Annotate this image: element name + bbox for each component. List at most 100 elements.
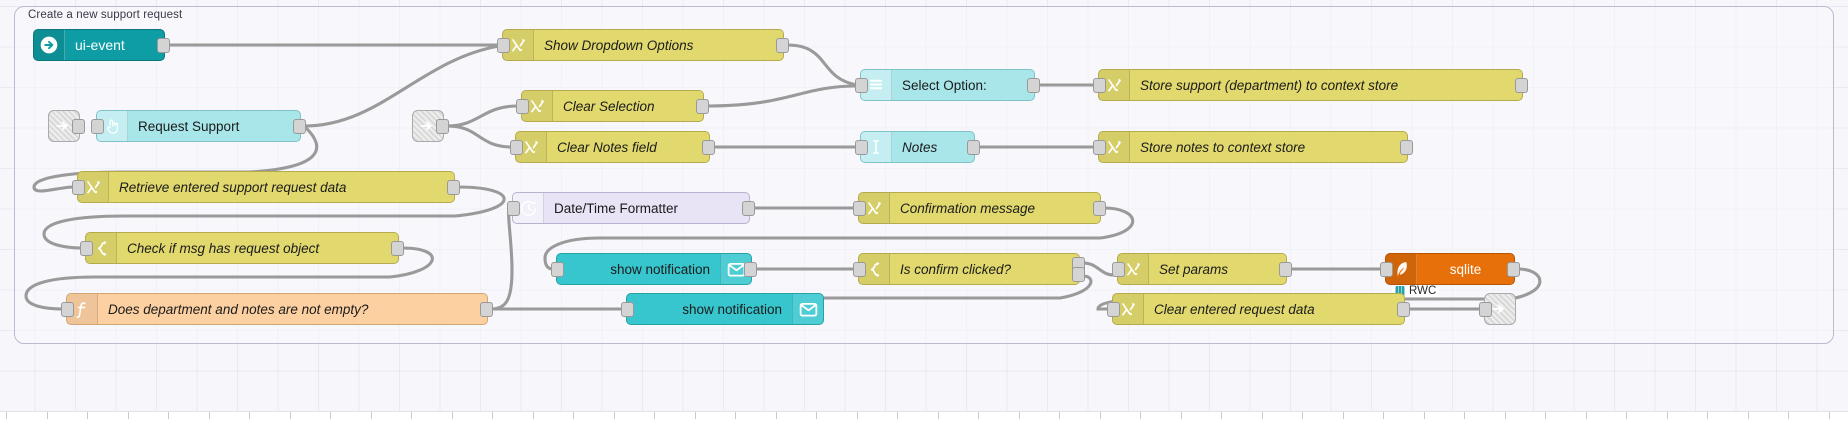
input-port[interactable] [1107, 302, 1120, 317]
output-port[interactable] [157, 38, 170, 53]
output-port[interactable] [1515, 78, 1528, 93]
input-port[interactable] [510, 140, 523, 155]
ruler-tick [208, 412, 210, 419]
node-check-msg-request-object[interactable]: Check if msg has request object [80, 232, 404, 264]
input-port[interactable] [853, 262, 866, 277]
input-port[interactable] [855, 78, 868, 93]
output-port[interactable] [1507, 262, 1520, 277]
node-sqlite[interactable]: sqlite [1380, 253, 1520, 285]
node-link-out-1[interactable] [1479, 293, 1516, 325]
output-port[interactable] [1093, 201, 1106, 216]
node-is-confirm-clicked[interactable]: Is confirm clicked? [853, 253, 1085, 285]
output-port[interactable] [744, 262, 757, 277]
output-port[interactable] [776, 38, 789, 53]
node-datetime-formatter[interactable]: Date/Time Formatter [507, 192, 755, 224]
ruler-tick [249, 412, 250, 419]
node-label: Confirmation message [900, 200, 1036, 216]
node-show-notification-2[interactable]: show notification [621, 293, 824, 325]
output-port[interactable] [436, 119, 449, 134]
node-store-notes-context[interactable]: Store notes to context store [1093, 131, 1413, 163]
ruler-tick [1788, 412, 1789, 419]
ruler-tick [492, 412, 493, 419]
node-label: Store support (department) to context st… [1140, 77, 1399, 93]
input-port[interactable] [91, 119, 104, 134]
input-port[interactable] [1093, 78, 1106, 93]
status-dot-icon [1395, 286, 1405, 296]
ruler-tick [1059, 412, 1060, 419]
node-label: Set params [1159, 261, 1229, 277]
output-port[interactable] [72, 119, 85, 134]
node-notes[interactable]: Notes [855, 131, 980, 163]
link-in-icon [420, 120, 433, 132]
node-request-support[interactable]: Request Support [91, 110, 306, 142]
node-label: show notification [610, 261, 710, 277]
flow-group-label: Create a new support request [28, 9, 183, 21]
input-port[interactable] [1479, 302, 1492, 317]
node-confirmation-message[interactable]: Confirmation message [853, 192, 1106, 224]
envelope-icon [720, 254, 751, 284]
envelope-icon [792, 294, 823, 324]
input-port[interactable] [61, 302, 74, 317]
node-retrieve-request-data[interactable]: Retrieve entered support request data [72, 171, 460, 203]
node-link-in-1[interactable] [48, 110, 85, 142]
change-swap-icon [516, 132, 547, 162]
input-port[interactable] [80, 241, 93, 256]
node-ui-event[interactable]: ui-event [33, 29, 170, 61]
ruler-tick [856, 412, 858, 419]
output-port[interactable] [391, 241, 404, 256]
ruler-tick [573, 412, 574, 419]
ruler-tick [532, 412, 534, 419]
link-out-icon [1492, 303, 1505, 315]
canvas-bottom-ruler [0, 411, 1848, 424]
output-port-2[interactable] [1072, 267, 1085, 283]
node-show-notification-1[interactable]: show notification [551, 253, 757, 285]
node-clear-entered-request-data[interactable]: Clear entered request data [1107, 293, 1410, 325]
node-store-support-context[interactable]: Store support (department) to context st… [1093, 69, 1528, 101]
ruler-tick [694, 412, 696, 419]
input-port[interactable] [551, 262, 564, 277]
ruler-tick [87, 412, 88, 419]
input-port[interactable] [497, 38, 510, 53]
node-clear-notes-field[interactable]: Clear Notes field [510, 131, 715, 163]
node-set-params[interactable]: Set params [1112, 253, 1292, 285]
ruler-tick [654, 412, 655, 419]
input-port[interactable] [1093, 140, 1106, 155]
ruler-tick [1747, 412, 1749, 419]
ruler-tick [1828, 412, 1830, 419]
input-port[interactable] [516, 99, 529, 114]
ruler-tick [1464, 412, 1465, 419]
input-port[interactable] [507, 201, 520, 216]
ruler-tick [775, 412, 777, 419]
node-link-in-2[interactable] [412, 110, 449, 142]
output-port[interactable] [447, 180, 460, 195]
input-port[interactable] [1380, 262, 1393, 277]
node-clear-selection[interactable]: Clear Selection [516, 90, 709, 122]
node-label: Request Support [138, 118, 240, 134]
ruler-tick [1707, 412, 1708, 419]
output-port[interactable] [742, 201, 755, 216]
output-port[interactable] [1279, 262, 1292, 277]
input-port[interactable] [72, 180, 85, 195]
ruler-tick [46, 412, 48, 419]
output-port[interactable] [1400, 140, 1413, 155]
output-port[interactable] [967, 140, 980, 155]
input-port[interactable] [853, 201, 866, 216]
node-select-option[interactable]: Select Option: [855, 69, 1040, 101]
node-label: Clear Selection [563, 98, 655, 114]
input-port[interactable] [1112, 262, 1125, 277]
node-show-dropdown-options[interactable]: Show Dropdown Options [497, 29, 789, 61]
output-port[interactable] [702, 140, 715, 155]
node-department-notes-not-empty[interactable]: Does department and notes are not empty? [61, 293, 493, 325]
output-port[interactable] [696, 99, 709, 114]
output-port[interactable] [1397, 302, 1410, 317]
output-port[interactable] [480, 302, 493, 317]
input-port[interactable] [621, 302, 634, 317]
output-port[interactable] [293, 119, 306, 134]
input-port[interactable] [855, 140, 868, 155]
ruler-tick [1423, 412, 1425, 419]
node-label: Clear Notes field [557, 139, 657, 155]
ruler-tick [1099, 412, 1101, 419]
ruler-tick [1261, 412, 1263, 419]
output-port[interactable] [1027, 78, 1040, 93]
